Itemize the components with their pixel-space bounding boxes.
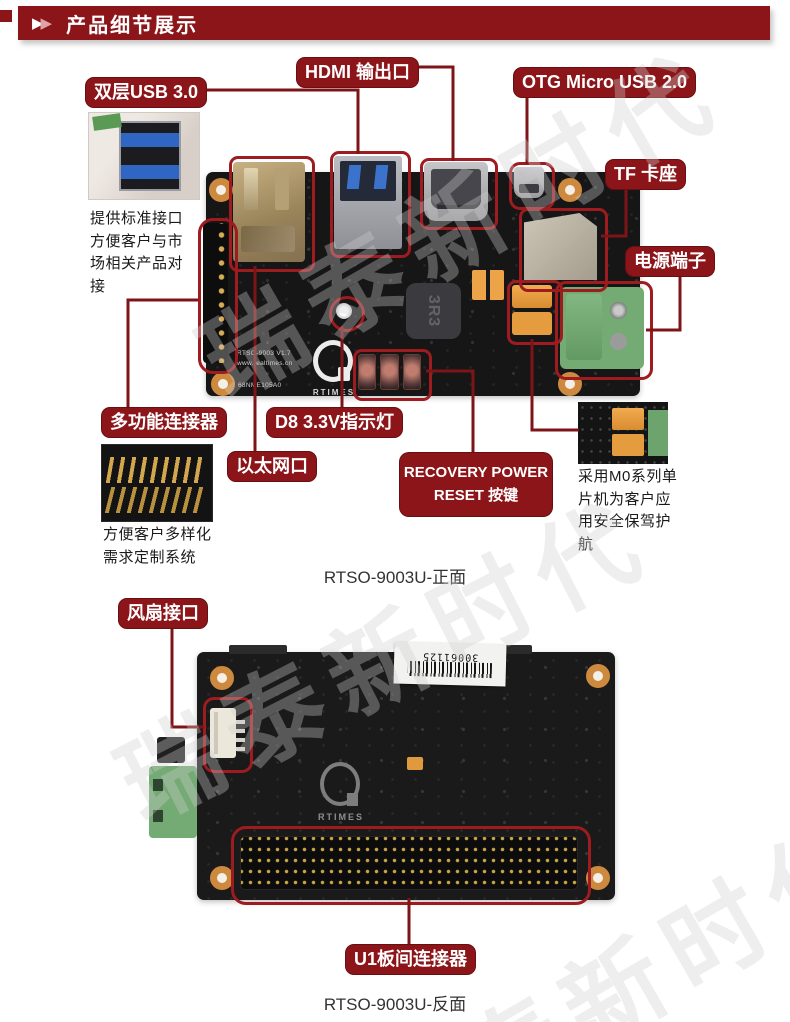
power-terminal-block: [560, 287, 644, 369]
button-cap: [358, 354, 377, 390]
label-recovery-line1: RECOVERY POWER: [403, 464, 549, 481]
hdmi-port: [424, 162, 488, 221]
silk-line1: RTSO-9003 V1.7: [237, 350, 291, 357]
silk-line3: 68NME105A0: [238, 382, 282, 389]
label-power: 电源端子: [625, 246, 715, 277]
line-power: [646, 276, 682, 332]
usb-closeup-photo: [88, 112, 200, 200]
power-inductor: 3R3: [406, 283, 461, 339]
rtimes-logo-text: RTIMES: [312, 388, 356, 397]
label-d8: D8 3.3V指示灯: [266, 407, 404, 438]
highlight-ethernet: [229, 156, 315, 272]
line-fan: [170, 629, 204, 729]
rtimes-logo-icon: [320, 762, 360, 806]
section-title: 产品细节展示: [66, 14, 199, 37]
line-hdmi: [418, 65, 455, 161]
mounting-hole: [558, 372, 582, 396]
highlight-buttons: [353, 349, 432, 401]
rtimes-logo-text: RTIMES: [317, 812, 364, 822]
highlight-fan-connector: [203, 697, 253, 773]
side-jack: [157, 737, 185, 763]
label-otg: OTG Micro USB 2.0: [513, 67, 697, 98]
highlight-capacitors: [507, 280, 563, 345]
arrow-icon: ▶: [32, 15, 44, 32]
silk-line2: www.realtimes.cn: [237, 360, 293, 368]
line-usb30: [200, 88, 360, 154]
line-recovery: [426, 369, 475, 453]
mounting-hole: [211, 372, 235, 396]
multi-note: 方便客户多样化需求定制系统: [103, 526, 212, 566]
arrow-icon: ▶: [40, 15, 53, 32]
label-fan: 风扇接口: [118, 598, 208, 629]
line-m0: [530, 339, 579, 432]
recovery-power-reset-buttons: [358, 354, 421, 390]
m0-closeup-photo: [578, 402, 668, 464]
label-tf: TF 卡座: [605, 159, 686, 190]
usb-note: 提供标准接口方便客户与市场相关产品对接: [90, 210, 184, 295]
label-usb30: 双层USB 3.0: [85, 77, 208, 108]
terminal-block-back: [149, 766, 197, 838]
line-tf: [601, 190, 628, 238]
mounting-hole: [210, 666, 234, 690]
section-header: ▶ ▶ 产品细节展示: [18, 6, 770, 40]
tf-card-slot: [524, 213, 597, 280]
caption-back: RTSO-9003U-反面: [323, 995, 467, 1014]
mounting-hole: [586, 664, 610, 688]
capacitor: [407, 757, 423, 770]
label-u1: U1板间连接器: [345, 944, 477, 975]
ethernet-port: [233, 162, 305, 262]
highlight-usb3: [330, 151, 411, 258]
label-recovery-line2: RESET 按键: [433, 487, 519, 505]
label-ethernet: 以太网口: [227, 451, 317, 482]
fan-connector: [210, 708, 245, 758]
pin-header-closeup-photo: [101, 444, 213, 522]
button-cap: [380, 354, 399, 390]
multifunction-pin-header: [203, 223, 228, 363]
label-hdmi: HDMI 输出口: [296, 57, 419, 88]
button-cap: [402, 354, 421, 390]
m0-note: 采用M0系列单片机为客户应用安全保驾护航: [578, 468, 678, 553]
line-multi: [126, 298, 198, 408]
connector-silhouette: [229, 645, 287, 654]
silkscreen-text: RTSO-9003 V1.7 www.realtimes.cn: [237, 349, 292, 370]
mounting-hole: [558, 178, 582, 202]
label-recovery: RECOVERY POWER RESET 按键: [399, 452, 553, 517]
highlight-u1-connector: [231, 826, 591, 905]
label-multi: 多功能连接器: [101, 407, 227, 438]
header-corner-square: [0, 10, 12, 22]
highlight-d8-led: [329, 296, 365, 332]
usb3-port: [334, 156, 402, 249]
highlight-hdmi: [420, 158, 498, 230]
highlight-pin-header: [198, 218, 238, 374]
board-to-board-connector: [240, 836, 578, 890]
caption-front: RTSO-9003U-正面: [323, 568, 467, 587]
mounting-hole: [210, 866, 234, 890]
capacitor-pair: [472, 270, 504, 300]
